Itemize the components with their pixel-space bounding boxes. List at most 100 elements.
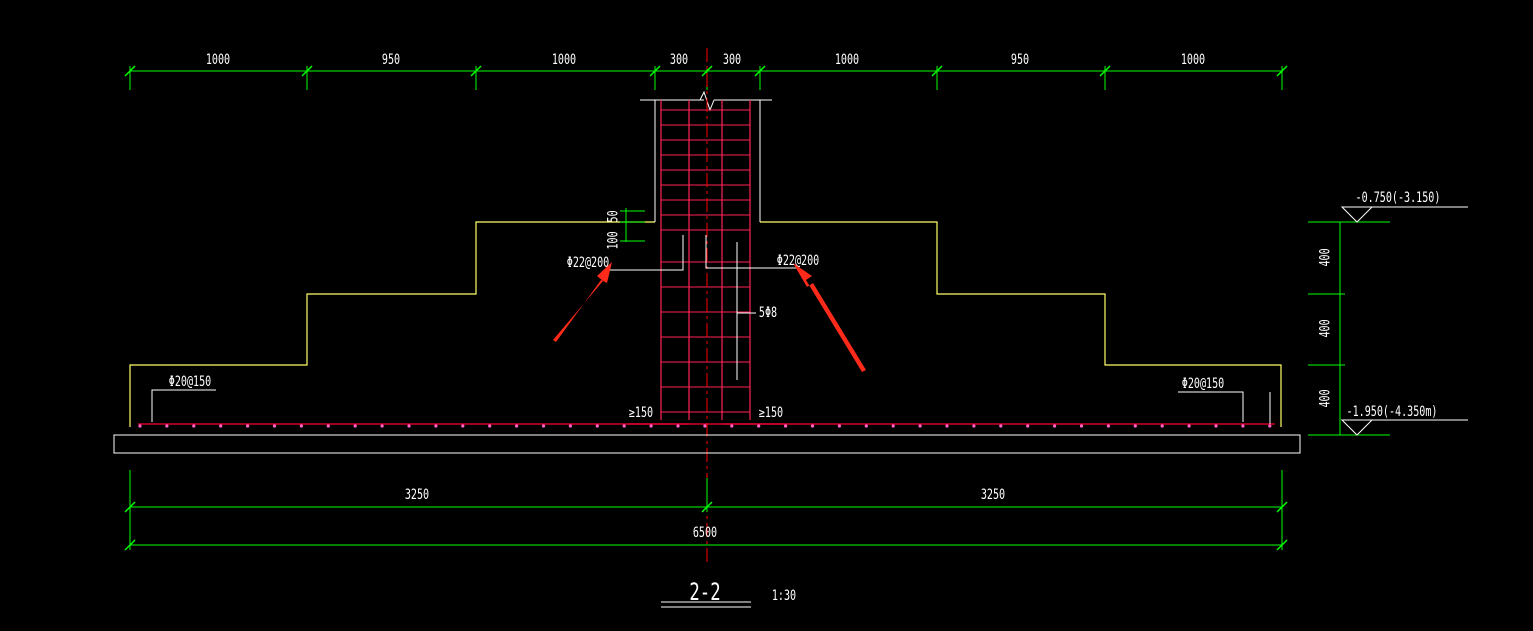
top-dim-tick (649, 65, 661, 77)
right-highlight-arrow (793, 263, 866, 372)
half-dim-tick-center (701, 501, 713, 513)
top-dim-tick (931, 65, 943, 77)
rebar-annotations: Φ22@200 Φ22@200 5Φ8 Φ20@150 Φ20@150 ≥150… (151, 235, 1271, 424)
rebar-dot (138, 424, 142, 428)
right-bottom-rebar-leader (1178, 391, 1244, 422)
rebar-dot (353, 424, 357, 428)
dim-50-text: 50 (605, 210, 621, 222)
left-bottom-rebar-leader (151, 389, 216, 422)
top-dim-text-2: 950 (382, 51, 400, 67)
right-dowel-leader (705, 235, 798, 269)
top-level-label: -0.750(-3.150) (1356, 189, 1441, 205)
top-dim-tick (701, 65, 713, 77)
bottom-dimensions: 3250 3250 6500 (124, 470, 1288, 551)
top-dim-tick (1099, 65, 1111, 77)
right-bottom-rebar-label: Φ20@150 (1182, 375, 1224, 391)
top-dim-text-1: 1000 (206, 51, 230, 67)
rebar-dot (730, 424, 734, 428)
footing-right-step-outline (760, 221, 1282, 427)
right-anchor-label: ≥150 (759, 404, 783, 420)
rebar-dot (649, 424, 653, 428)
top-dim-tick (301, 65, 313, 77)
rebar-dot (1106, 424, 1110, 428)
half-dim-tick-left (124, 501, 136, 513)
rebar-dot (407, 424, 411, 428)
section-title: 2-2 1:30 (661, 578, 796, 608)
elevation-seg-1: 400 (1317, 248, 1333, 266)
rebar-dot (837, 424, 842, 428)
rebar-dot (165, 424, 169, 428)
bottom-level-triangle (1340, 419, 1374, 436)
footing-left-step-outline (129, 221, 655, 427)
left-half-dim-text: 3250 (405, 486, 429, 502)
top-dim-text-6: 1000 (835, 51, 859, 67)
top-dim-text-4: 300 (670, 51, 688, 67)
rebar-dot (246, 424, 250, 428)
rebar-dot (784, 424, 788, 428)
rebar-dot (918, 424, 922, 428)
right-dowel-label: Φ22@200 (777, 252, 819, 268)
elevation-seg-3: 400 (1317, 389, 1333, 407)
elevation-seg-2: 400 (1317, 319, 1333, 337)
elevation-dims: 400 400 400 -0.750(-3.150) -1.950(-4.350… (1308, 189, 1468, 436)
column (627, 90, 786, 425)
rebar-dot (972, 424, 976, 428)
rebar-dot (1241, 424, 1245, 428)
rebar-dot (1187, 424, 1191, 428)
rebar-dot (1079, 424, 1084, 428)
total-dim-tick-right (1276, 539, 1288, 551)
top-dim-tick (470, 65, 482, 77)
rebar-dot (1053, 424, 1057, 428)
rebar-dot (1160, 424, 1164, 428)
total-dim-tick-left (124, 539, 136, 551)
rebar-dot (192, 424, 196, 428)
top-dim-text-7: 950 (1011, 51, 1029, 67)
bottom-rebar-dots (138, 424, 1272, 428)
rebar-dot (326, 424, 330, 428)
rebar-dot (434, 424, 438, 428)
left-dowel-leader (606, 235, 684, 271)
top-dim-text-3: 1000 (552, 51, 576, 67)
left-dowel-label: Φ22@200 (567, 254, 609, 270)
top-dim-text-8: 1000 (1181, 51, 1205, 67)
rebar-dot (1268, 424, 1272, 428)
rebar-dot (568, 424, 573, 428)
rebar-dot (1133, 424, 1137, 428)
left-anchor-label: ≥150 (629, 404, 653, 420)
rebar-dot (945, 424, 949, 428)
top-dim-tick (124, 65, 136, 77)
rebar-dot (299, 424, 303, 428)
rebar-dot (676, 424, 680, 428)
top-level-triangle (1340, 206, 1374, 223)
stirrup-label: 5Φ8 (759, 304, 777, 320)
section-name: 2-2 (689, 578, 720, 606)
highlight-arrows (553, 262, 866, 372)
section-scale: 1:30 (772, 587, 796, 603)
bottom-rebar (138, 423, 1275, 428)
rebar-dot (380, 424, 384, 428)
rebar-dot (810, 424, 815, 428)
rebar-dot (219, 424, 223, 428)
rebar-dot (864, 424, 868, 428)
total-dim-text: 6500 (693, 524, 717, 540)
rebar-dot (703, 424, 707, 428)
dim-100-text: 100 (605, 231, 621, 249)
rebar-dot (272, 424, 277, 428)
rebar-dot (595, 424, 599, 428)
base-cushion-slab (113, 434, 1301, 454)
left-highlight-arrow (553, 262, 612, 342)
top-dim-text-5: 300 (723, 51, 741, 67)
rebar-dot (541, 424, 546, 428)
left-bottom-rebar-label: Φ20@150 (169, 373, 211, 389)
column-rebar-cage (627, 100, 786, 425)
top-dim-tick (754, 65, 766, 77)
bottom-level-label: -1.950(-4.350m) (1347, 403, 1438, 419)
rebar-dot (757, 424, 761, 428)
top-dim-tick (1276, 65, 1288, 77)
rebar-dot (461, 424, 465, 428)
rebar-dot (1214, 424, 1218, 428)
rebar-dot (515, 424, 519, 428)
half-dim-tick-right (1276, 501, 1288, 513)
